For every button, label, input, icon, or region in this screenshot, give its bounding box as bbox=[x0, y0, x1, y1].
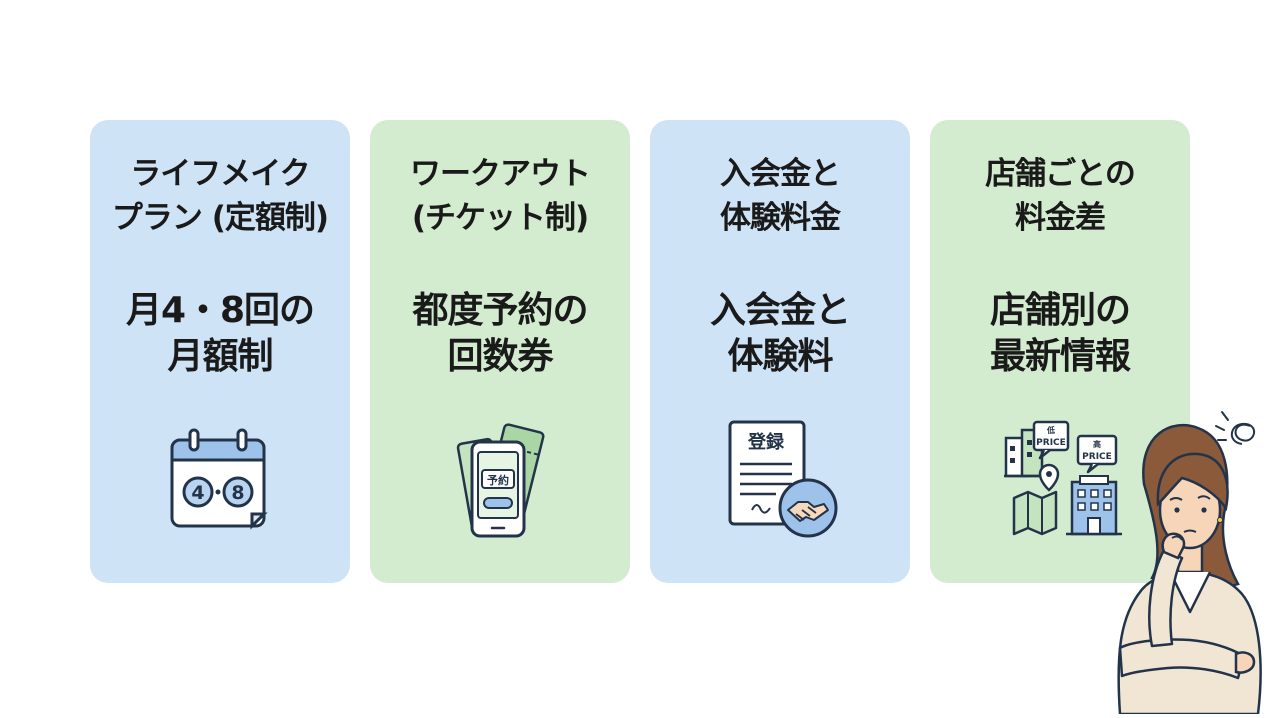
card-subtitle-line: 体験料 bbox=[727, 336, 833, 377]
card-title-line: ライフメイク bbox=[130, 156, 310, 192]
card-subtitle-line: 最新情報 bbox=[989, 336, 1131, 377]
card-title: ライフメイク プラン (定額制) bbox=[90, 152, 350, 240]
document-handshake-icon: 登録 bbox=[726, 418, 840, 540]
low-price-mark: 低 bbox=[1046, 425, 1055, 435]
card-title: ワークアウト (チケット制) bbox=[370, 152, 630, 240]
high-price-mark: 高 bbox=[1093, 439, 1101, 449]
phone-ticket-icon: 予約 bbox=[456, 420, 552, 540]
thinking-woman-icon bbox=[1100, 408, 1272, 718]
card-title-line: ワークアウト bbox=[410, 156, 591, 192]
card-title-line: (チケット制) bbox=[411, 200, 589, 236]
card-subtitle: 店舗別の 最新情報 bbox=[930, 288, 1190, 380]
low-price-label: PRICE bbox=[1036, 438, 1066, 448]
card-subtitle-line: 回数券 bbox=[447, 336, 553, 377]
card-title-line: 入会金と bbox=[720, 156, 841, 192]
card-title-line: 店舗ごとの bbox=[985, 156, 1136, 192]
card-subtitle-line: 月額制 bbox=[167, 336, 273, 377]
card-title: 店舗ごとの 料金差 bbox=[930, 152, 1190, 240]
card-title-line: 体験料金 bbox=[720, 200, 841, 236]
card-store-price-difference: 店舗ごとの 料金差 店舗別の 最新情報 低 PRICE 高 PRICE bbox=[930, 120, 1190, 583]
calendar-number: 8 bbox=[231, 482, 244, 504]
card-lifemake-plan: ライフメイク プラン (定額制) 月4・8回の 月額制 4 8 bbox=[90, 120, 350, 583]
reservation-label: 予約 bbox=[487, 473, 509, 487]
card-subtitle-line: 月4・8回の bbox=[125, 290, 315, 331]
card-subtitle-line: 入会金と bbox=[709, 290, 851, 331]
high-price-label: PRICE bbox=[1082, 452, 1112, 462]
card-subtitle-line: 店舗別の bbox=[989, 290, 1131, 331]
calendar-icon: 4 8 bbox=[168, 426, 272, 530]
calendar-number: 4 bbox=[191, 482, 204, 504]
card-subtitle: 入会金と 体験料 bbox=[650, 288, 910, 380]
card-title-line: プラン (定額制) bbox=[111, 200, 329, 236]
card-workout-ticket: ワークアウト (チケット制) 都度予約の 回数券 予約 bbox=[370, 120, 630, 583]
store-price-map-icon: 低 PRICE 高 PRICE bbox=[1000, 416, 1124, 540]
card-subtitle: 月4・8回の 月額制 bbox=[90, 288, 350, 380]
registration-label: 登録 bbox=[747, 431, 785, 453]
card-subtitle: 都度予約の 回数券 bbox=[370, 288, 630, 380]
card-subtitle-line: 都度予約の bbox=[412, 290, 588, 331]
card-title-line: 料金差 bbox=[1015, 200, 1106, 236]
card-title: 入会金と 体験料金 bbox=[650, 152, 910, 240]
card-admission-fee: 入会金と 体験料金 入会金と 体験料 登録 bbox=[650, 120, 910, 583]
